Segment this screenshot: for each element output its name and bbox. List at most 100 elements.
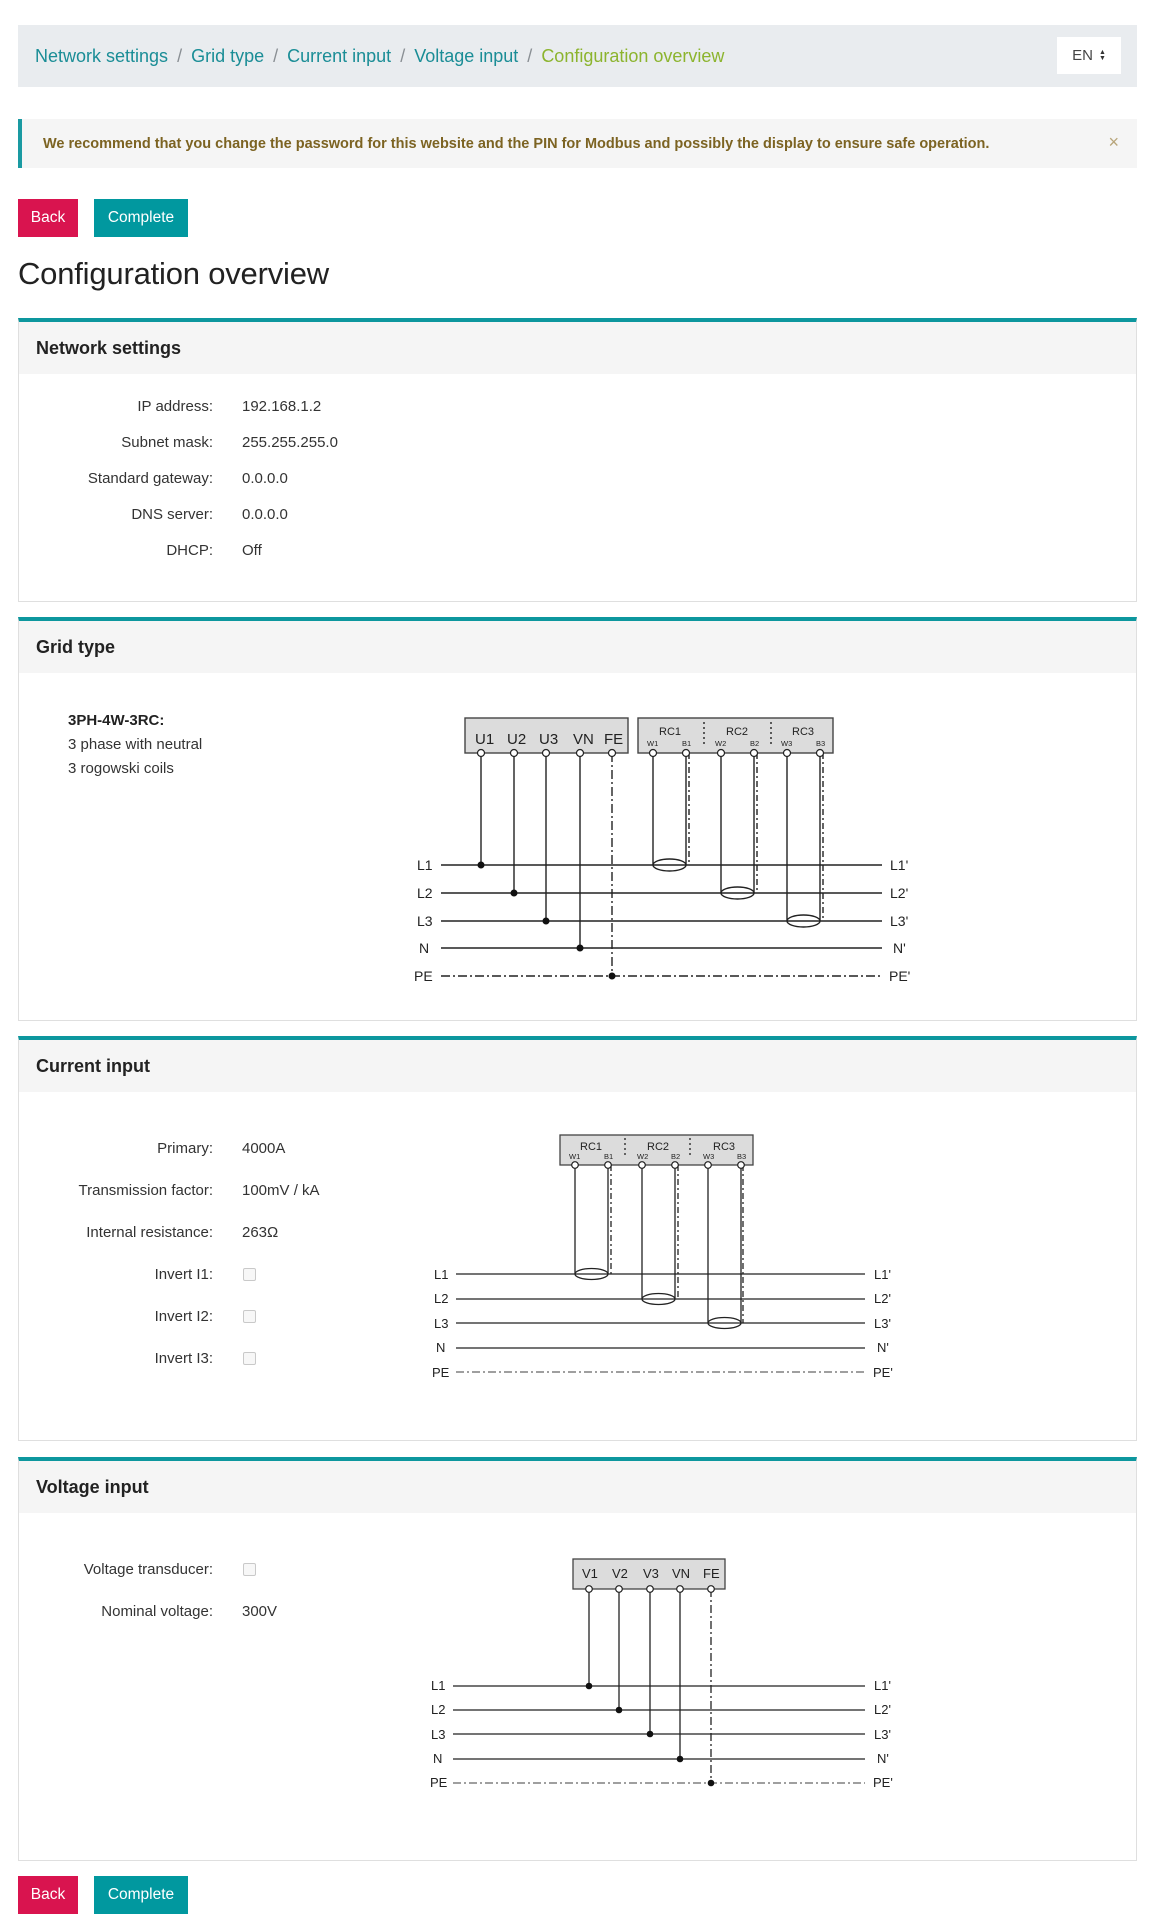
ip-address-value: 192.168.1.2 <box>242 398 322 415</box>
complete-button-bottom[interactable]: Complete <box>94 1876 188 1914</box>
back-button-bottom[interactable]: Back <box>18 1876 78 1914</box>
line-label-l3: L3 <box>417 913 433 929</box>
terminal-b1: B1 <box>604 1152 613 1161</box>
internal-resistance-value: 263Ω <box>242 1224 279 1241</box>
grid-code: 3PH-4W-3RC: <box>68 712 165 729</box>
breadcrumb-separator: / <box>527 45 533 66</box>
line-label-l1: L1 <box>417 857 433 873</box>
back-button[interactable]: Back <box>18 199 78 237</box>
transmission-factor-value: 100mV / kA <box>242 1182 320 1199</box>
alert-message: We recommend that you change the passwor… <box>43 135 990 152</box>
line-label-pe-out: PE' <box>889 968 910 984</box>
terminal-w3: W3 <box>781 739 792 748</box>
line-label-n: N <box>436 1340 445 1355</box>
dns-server-row: DNS server: 0.0.0.0 <box>37 506 288 523</box>
line-label-pe: PE <box>432 1365 450 1380</box>
terminal-b3: B3 <box>816 739 825 748</box>
field-label: IP address: <box>137 398 213 415</box>
line-label-l1: L1 <box>434 1267 448 1282</box>
terminal-w2: W2 <box>715 739 726 748</box>
breadcrumb-configuration-overview: Configuration overview <box>541 45 725 66</box>
invert-i1-row: Invert I1: <box>37 1266 256 1283</box>
grid-type-card: Grid type 3PH-4W-3RC: 3 phase with neutr… <box>18 617 1137 1021</box>
complete-button[interactable]: Complete <box>94 199 188 237</box>
invert-i1-checkbox[interactable] <box>243 1268 256 1281</box>
invert-i3-row: Invert I3: <box>37 1350 256 1367</box>
line-label-pe-out: PE' <box>873 1365 893 1380</box>
line-label-n-out: N' <box>893 940 906 956</box>
coil-rc3: RC3 <box>792 726 814 738</box>
breadcrumb-bar: Network settings / Grid type / Current i… <box>18 25 1137 87</box>
breadcrumb-grid-type[interactable]: Grid type <box>191 45 265 66</box>
sort-arrows-icon: ▲▼ <box>1098 48 1106 62</box>
breadcrumb-separator: / <box>273 45 279 66</box>
close-icon[interactable]: × <box>1108 132 1119 152</box>
language-select[interactable]: EN ▲▼ <box>1057 37 1121 74</box>
breadcrumb-current-input[interactable]: Current input <box>287 45 392 66</box>
field-label: Standard gateway: <box>87 470 213 487</box>
dhcp-row: DHCP: Off <box>37 542 261 559</box>
terminal-vn: VN <box>573 731 594 748</box>
voltage-transducer-checkbox[interactable] <box>243 1563 256 1576</box>
invert-i2-checkbox[interactable] <box>243 1310 256 1323</box>
terminal-u3: U3 <box>539 731 558 748</box>
breadcrumb-voltage-input[interactable]: Voltage input <box>414 45 519 66</box>
coil-rc3: RC3 <box>713 1141 735 1153</box>
field-label: DHCP: <box>166 542 213 559</box>
grid-description: 3PH-4W-3RC: 3 phase with neutral 3 rogow… <box>68 709 202 781</box>
terminal-v3: V3 <box>643 1566 659 1581</box>
security-alert: We recommend that you change the passwor… <box>18 119 1137 168</box>
grid-line-1: 3 phase with neutral <box>68 736 203 753</box>
dhcp-value: Off <box>242 542 262 559</box>
terminal-b1: B1 <box>682 739 691 748</box>
line-label-pe: PE <box>414 968 433 984</box>
line-label-pe: PE <box>430 1775 448 1790</box>
line-label-l1-out: L1' <box>890 857 908 873</box>
line-label-pe-out: PE' <box>873 1775 893 1790</box>
line-label-l2: L2 <box>431 1702 445 1717</box>
line-label-n: N <box>433 1751 442 1766</box>
terminal-v2: V2 <box>612 1566 628 1581</box>
dns-server-value: 0.0.0.0 <box>242 506 288 523</box>
card-title: Grid type <box>19 621 1136 673</box>
subnet-mask-value: 255.255.255.0 <box>242 434 338 451</box>
ip-address-row: IP address: 192.168.1.2 <box>37 398 321 415</box>
line-label-l2-out: L2' <box>874 1291 891 1306</box>
language-selected: EN <box>1072 47 1093 64</box>
field-label: Voltage transducer: <box>83 1561 213 1578</box>
breadcrumb-separator: / <box>400 45 406 66</box>
line-label-l3-out: L3' <box>874 1727 891 1742</box>
terminal-b2: B2 <box>671 1152 680 1161</box>
voltage-input-card: Voltage input Voltage transducer: Nomina… <box>18 1457 1137 1861</box>
terminal-w3: W3 <box>703 1152 714 1161</box>
primary-value: 4000A <box>242 1140 286 1157</box>
line-label-l3: L3 <box>434 1316 448 1331</box>
field-label: Transmission factor: <box>78 1182 213 1199</box>
field-label: Primary: <box>157 1140 213 1157</box>
breadcrumb-network-settings[interactable]: Network settings <box>35 45 169 66</box>
line-label-l3: L3 <box>431 1727 445 1742</box>
field-label: Subnet mask: <box>121 434 213 451</box>
network-settings-card: Network settings IP address: 192.168.1.2… <box>18 318 1137 602</box>
line-label-n-out: N' <box>877 1751 889 1766</box>
line-label-n-out: N' <box>877 1340 889 1355</box>
line-label-l3-out: L3' <box>890 913 908 929</box>
terminal-b3: B3 <box>737 1152 746 1161</box>
line-label-n: N <box>419 940 429 956</box>
breadcrumb: Network settings / Grid type / Current i… <box>35 46 724 67</box>
terminal-fe: FE <box>703 1566 720 1581</box>
invert-i3-checkbox[interactable] <box>243 1352 256 1365</box>
card-title: Network settings <box>19 322 1136 374</box>
terminal-u1: U1 <box>475 731 494 748</box>
voltage-transducer-row: Voltage transducer: <box>37 1561 256 1578</box>
coil-rc2: RC2 <box>726 726 748 738</box>
nominal-voltage-row: Nominal voltage: 300V <box>37 1603 277 1620</box>
terminal-u2: U2 <box>507 731 526 748</box>
subnet-mask-row: Subnet mask: 255.255.255.0 <box>37 434 338 451</box>
line-label-l1-out: L1' <box>874 1678 891 1693</box>
nominal-voltage-value: 300V <box>242 1603 278 1620</box>
line-label-l2: L2 <box>434 1291 448 1306</box>
page-title: Configuration overview <box>18 256 329 291</box>
